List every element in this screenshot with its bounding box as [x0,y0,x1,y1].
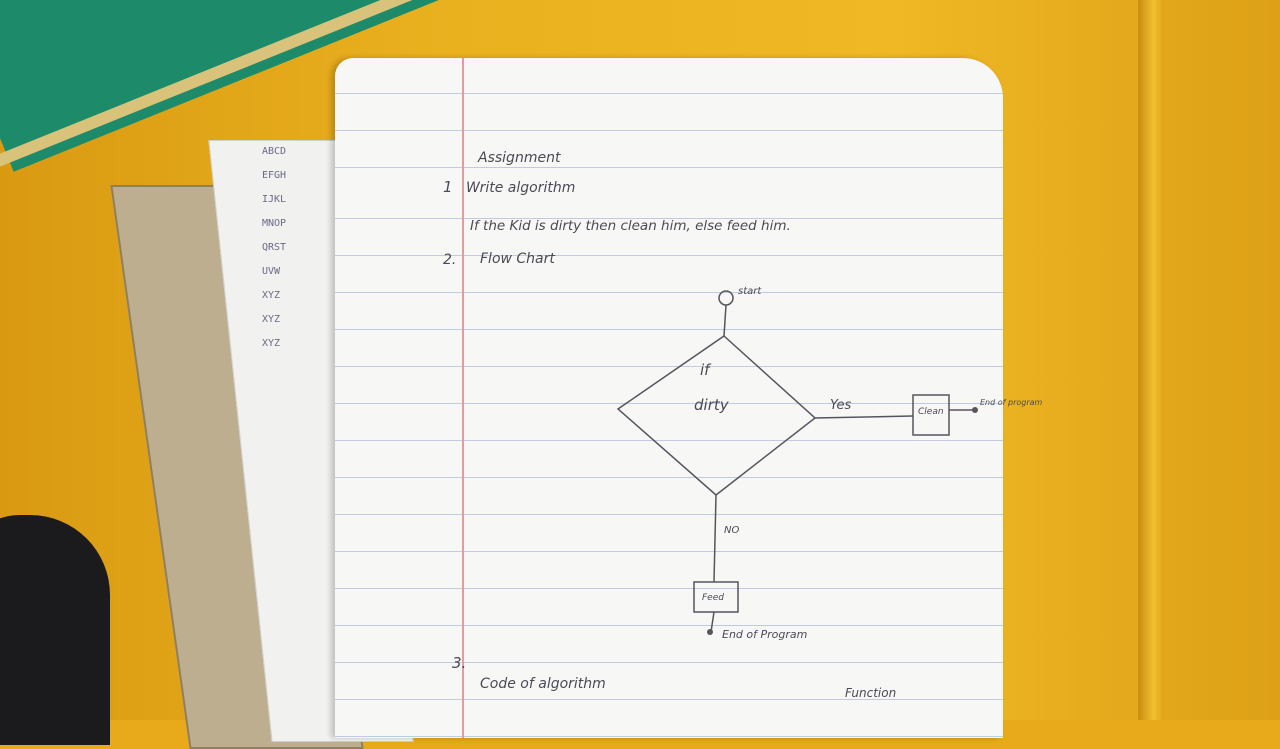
notebook-page [335,58,1003,738]
side-letter: MNOP [262,218,287,229]
item-3-number: 3. [452,654,467,672]
margin-line [462,58,464,738]
side-letter: IJKL [262,194,287,205]
side-letter: UVW [262,266,281,277]
side-letter: XYZ [262,314,281,325]
item-2-label: Flow Chart [480,251,555,267]
item-2-number: 2. [443,252,457,268]
item-1-body: If the Kid is dirty then clean him, else… [470,218,791,234]
item-1-number: 1 [443,178,453,196]
dark-object [0,515,110,745]
side-letter: ABCD [262,146,287,157]
item-1-label: Write algorithm [466,180,576,196]
page-title: Assignment [478,150,561,166]
ruled-lines [335,58,1003,738]
side-letter: XYZ [262,338,281,349]
side-letter: QRST [262,242,287,253]
item-3-label: Code of algorithm [480,676,606,692]
alphabet-margin-notes: ABCD EFGH IJKL MNOP QRST UVW XYZ XYZ XYZ [262,140,332,356]
function-note: Function [845,686,897,700]
side-letter: XYZ [262,290,281,301]
side-letter: EFGH [262,170,287,181]
wall-corner-strip [1138,0,1164,720]
